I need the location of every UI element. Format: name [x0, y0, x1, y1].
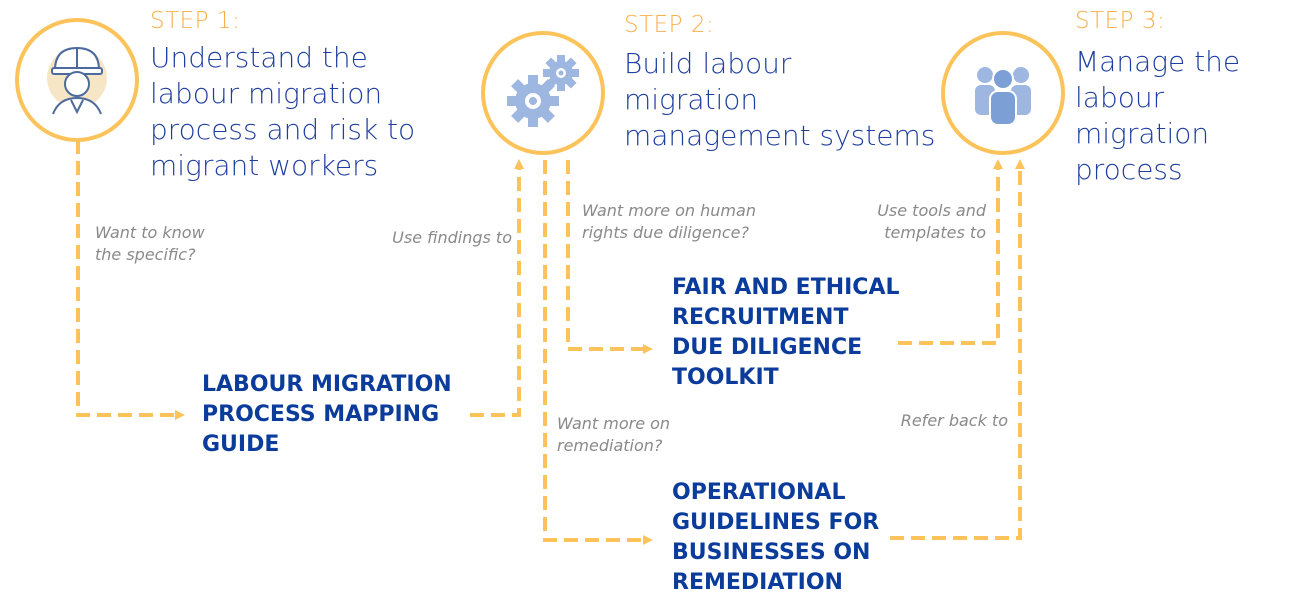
step2-title: Build labour migration management system… — [624, 47, 936, 152]
note-use-findings: Use findings to — [392, 228, 512, 247]
step1-label: STEP 1: — [150, 8, 241, 34]
connector-guidelines-to-step3 — [890, 159, 1025, 540]
note-refer-back: Refer back to — [900, 411, 1008, 430]
step2-circle — [481, 31, 605, 155]
note-want-to-know: Want to know the specific? — [95, 223, 205, 264]
connector-step1-to-mapping-guide — [76, 140, 185, 420]
step1-circle — [15, 18, 139, 142]
step2-label: STEP 2: — [624, 12, 715, 38]
connector-mapping-guide-to-step2 — [470, 159, 524, 417]
toolkit-title[interactable]: FAIR AND ETHICAL RECRUITMENT DUE DILIGEN… — [672, 275, 900, 390]
gears-icon — [507, 55, 579, 127]
step1-title: Understand the labour migration process … — [150, 41, 416, 182]
connector-step2-to-toolkit — [566, 160, 653, 354]
worker-helmet-icon — [47, 46, 107, 115]
step3-title: Manage the labour migration process — [1075, 45, 1241, 186]
guidelines-title[interactable]: OPERATIONAL GUIDELINES FOR BUSINESSES ON… — [672, 480, 880, 595]
connector-step2-to-guidelines — [543, 160, 653, 545]
people-group-icon — [975, 67, 1031, 126]
note-use-tools: Use tools and templates to — [877, 201, 986, 242]
mapping-guide-title[interactable]: LABOUR MIGRATION PROCESS MAPPING GUIDE — [202, 372, 452, 457]
step3-circle — [941, 31, 1065, 155]
step3-label: STEP 3: — [1075, 8, 1166, 34]
connector-toolkit-to-step3 — [898, 159, 1003, 345]
note-want-hrdd: Want more on human rights due diligence? — [582, 201, 756, 242]
note-want-remediation: Want more on remediation? — [557, 414, 671, 455]
